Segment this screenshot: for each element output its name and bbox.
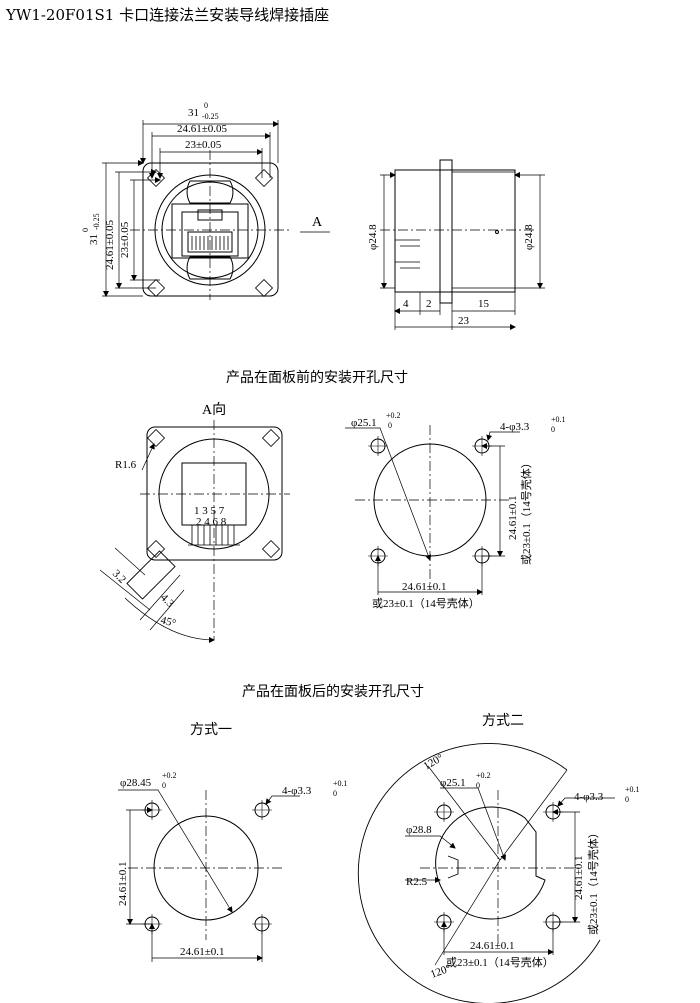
v-spacing-1: 24.61±0.05 (104, 219, 116, 270)
method2-cutout-dia-lower: 0 (476, 781, 480, 790)
width-nominal: 31 (188, 107, 199, 119)
front-v-spacing: 24.61±0.1 (507, 495, 519, 540)
radius-label: R1.6 (115, 459, 137, 471)
front-holes: 4-φ3.3 (500, 421, 530, 433)
front-h-spacing-alt: 或23±0.1（14号壳体） (372, 596, 480, 610)
view-arrow-label: A (312, 215, 323, 230)
method2-v-spacing-alt: 或23±0.1（14号壳体） (586, 827, 600, 935)
height-tol: -0.25 (92, 213, 101, 230)
method2-angle-top: 120° (422, 752, 446, 773)
front-h-spacing: 24.61±0.1 (402, 581, 447, 593)
front-holes-lower: 0 (551, 425, 555, 434)
dim-3-2: 3.2 (110, 568, 128, 586)
page-title: YW1-20F01S1 卡口连接法兰安装导线焊接插座 (6, 6, 330, 24)
front-v-spacing-alt: 或23±0.1（14号壳体） (519, 457, 533, 565)
side-dim-23: 23 (458, 315, 470, 327)
method1-label: 方式一 (190, 722, 232, 738)
method2-holes: 4-φ3.3 (574, 791, 604, 803)
front-cutout-dia-upper: +0.2 (386, 411, 401, 420)
hole-spacing-2: 23±0.05 (185, 139, 222, 151)
method1-cutout-dia-lower: 0 (162, 781, 166, 790)
width-tol: -0.25 (202, 112, 219, 121)
height-upper: 0 (81, 228, 90, 232)
view-a-drawing (99, 420, 290, 643)
method1-cutout-dia: φ28.45 (120, 777, 152, 789)
side-view (380, 159, 545, 330)
v-spacing-2: 23±0.05 (119, 221, 131, 258)
method2-drawing (357, 743, 615, 1003)
method1-drawing (118, 789, 300, 962)
method2-label: 方式二 (482, 713, 524, 729)
angle-45: 45° (159, 614, 177, 630)
method2-h-spacing-alt: 或23±0.1（14号壳体） (446, 955, 554, 969)
method2-holes-lower: 0 (625, 795, 629, 804)
front-cutout-drawing (345, 425, 520, 595)
side-dia-left: φ24.8 (367, 224, 379, 250)
side-dim-4: 4 (403, 298, 409, 310)
hole-spacing-1: 24.61±0.05 (177, 123, 228, 135)
method2-radius: R2.5 (406, 876, 428, 888)
view-a-label: A向 (202, 402, 226, 418)
method2-v-spacing: 24.61±0.1 (573, 855, 585, 900)
dim-4-3: 4.3 (158, 592, 177, 611)
method1-holes-lower: 0 (333, 789, 337, 798)
section-front-heading: 产品在面板前的安装开孔尺寸 (226, 369, 408, 386)
method2-cutout-dia-upper: +0.2 (476, 771, 491, 780)
method1-holes-upper: +0.1 (333, 779, 348, 788)
method1-holes: 4-φ3.3 (282, 785, 312, 797)
front-cutout-dia-lower: 0 (388, 421, 392, 430)
front-holes-upper: +0.1 (551, 415, 566, 424)
front-cutout-dia: φ25.1 (351, 417, 377, 429)
side-dim-2: 2 (426, 298, 432, 310)
pins-bottom: 2 4 6 8 (196, 516, 227, 528)
front-view (102, 120, 330, 300)
method2-h-spacing: 24.61±0.1 (470, 940, 515, 952)
method1-h-spacing: 24.61±0.1 (180, 946, 225, 958)
side-dim-15: 15 (478, 298, 490, 310)
side-dia-right: φ24.8 (523, 224, 535, 250)
method1-v-spacing: 24.61±0.1 (117, 861, 129, 906)
height-nominal: 31 (88, 234, 100, 245)
method2-holes-upper: +0.1 (625, 785, 640, 794)
width-upper: 0 (204, 101, 208, 110)
section-rear-heading: 产品在面板后的安装开孔尺寸 (242, 684, 424, 700)
method1-cutout-dia-upper: +0.2 (162, 771, 177, 780)
method2-inner-dia: φ28.8 (406, 824, 432, 836)
pins-top: 1 3 5 7 (194, 505, 225, 517)
method2-cutout-dia: φ25.1 (440, 777, 466, 789)
